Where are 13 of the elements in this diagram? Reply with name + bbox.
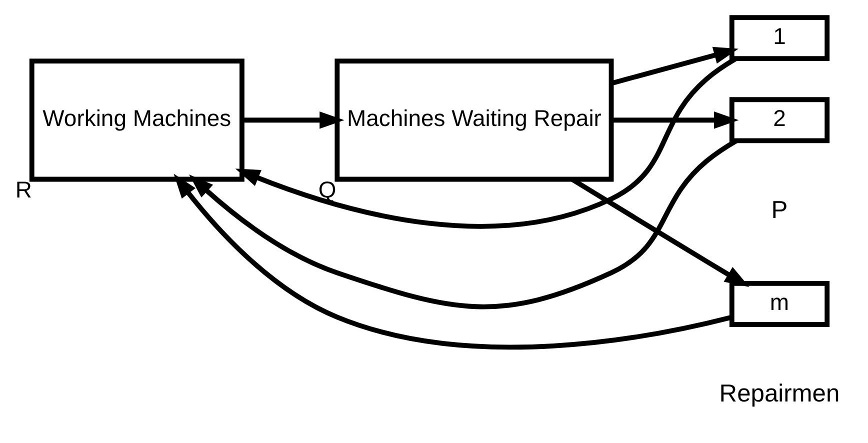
node-box: Machines Waiting Repair	[334, 58, 614, 182]
arrow	[174, 174, 732, 350]
arrow	[610, 46, 738, 86]
node-box: 2	[729, 97, 830, 144]
arrow	[235, 56, 737, 229]
arrow	[611, 112, 739, 129]
node-box: m	[729, 281, 830, 327]
arrow	[242, 112, 344, 129]
node-box: 1	[729, 15, 830, 62]
label: P	[771, 196, 788, 224]
node-box: Working Machines	[29, 58, 244, 182]
label: Repairmen	[719, 380, 840, 408]
node-label: R	[15, 176, 32, 203]
